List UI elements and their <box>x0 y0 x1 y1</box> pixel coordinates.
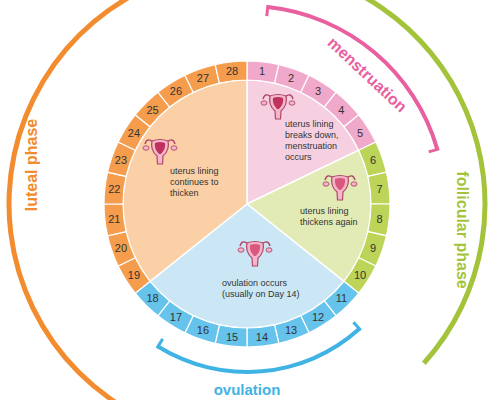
day-number: 25 <box>146 104 158 115</box>
day-number: 21 <box>108 213 120 224</box>
luteal-arc <box>7 0 239 400</box>
day-number: 7 <box>377 184 383 195</box>
day-segment <box>247 61 279 83</box>
day-number: 9 <box>370 243 376 254</box>
day-segment <box>368 204 390 236</box>
day-segment <box>368 172 390 204</box>
day-segment <box>185 65 219 93</box>
phase-wedge: ovulation occurs (usually on Day 14) <box>222 278 318 300</box>
ovulation-arc <box>157 327 361 374</box>
day-segment <box>104 172 126 204</box>
day-number: 24 <box>128 127 140 138</box>
phase-label: luteal phase <box>24 119 40 211</box>
phase-label: follicular phase <box>454 171 470 288</box>
phase-description: uterus lining continues to thicken <box>170 166 234 199</box>
phase-wedge: uterus lining breaks down, menstruation … <box>285 119 343 163</box>
day-number: 1 <box>259 66 265 77</box>
arc-end-tick <box>353 322 360 330</box>
day-number: 8 <box>377 213 383 224</box>
day-number: 12 <box>312 312 324 323</box>
day-number: 16 <box>197 325 209 336</box>
arc-end-tick <box>267 5 268 16</box>
day-number: 18 <box>146 293 158 304</box>
day-number: 6 <box>370 154 376 165</box>
day-number: 26 <box>170 85 182 96</box>
phase-label: ovulation <box>214 382 281 397</box>
day-number: 15 <box>226 331 238 342</box>
day-number: 13 <box>285 325 297 336</box>
day-segment <box>104 204 126 236</box>
day-number: 10 <box>354 270 366 281</box>
phase-description: uterus lining thickens again <box>300 206 366 228</box>
arc-end-tick <box>429 149 440 152</box>
day-number: 14 <box>256 331 268 342</box>
day-number: 3 <box>315 85 321 96</box>
day-segment <box>275 316 309 344</box>
day-number: 11 <box>336 293 347 304</box>
day-segment <box>247 325 279 347</box>
day-number: 19 <box>128 270 140 281</box>
uterus-icon <box>323 176 357 201</box>
uterus-icon <box>143 140 177 165</box>
phase-wedge: uterus lining thickens again <box>300 206 366 228</box>
follicular-arc <box>255 0 487 365</box>
day-segment <box>108 232 136 266</box>
phase-wedge-shape <box>123 80 247 281</box>
day-segment <box>215 61 247 83</box>
uterus-icon <box>261 95 295 120</box>
day-segment <box>359 142 387 176</box>
day-number: 5 <box>357 127 363 138</box>
phase-wedge: uterus lining continues to thicken <box>170 166 234 199</box>
day-number: 27 <box>197 72 209 83</box>
day-number: 4 <box>338 104 344 115</box>
day-number: 28 <box>226 66 238 77</box>
day-segment <box>215 325 247 347</box>
arc-end-tick <box>157 339 163 348</box>
cycle-wheel <box>7 0 488 400</box>
day-number: 22 <box>108 184 120 195</box>
day-number: 17 <box>170 312 182 323</box>
day-number: 23 <box>115 154 127 165</box>
phase-description: uterus lining breaks down, menstruation … <box>285 119 343 163</box>
phase-description: ovulation occurs (usually on Day 14) <box>222 278 318 300</box>
day-number: 2 <box>288 72 294 83</box>
day-number: 20 <box>115 243 127 254</box>
uterus-icon <box>238 242 272 267</box>
